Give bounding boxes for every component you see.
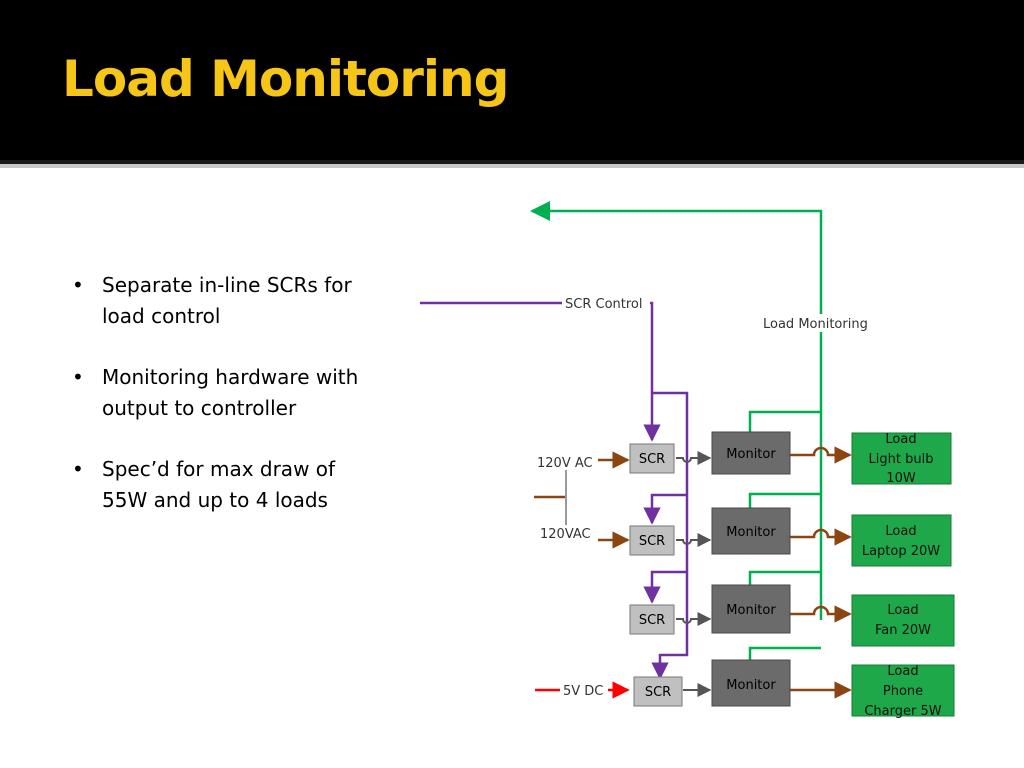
monitoring-tap-3 bbox=[748, 570, 821, 585]
monitor-label: Monitor bbox=[726, 603, 776, 618]
load-box-phone-charger: Load Phone Charger 5W bbox=[851, 664, 955, 719]
load-label-line: Load bbox=[887, 603, 918, 618]
load-box-fan: Load Fan 20W bbox=[851, 594, 955, 647]
monitor-label: Monitor bbox=[726, 525, 776, 540]
scr-control-bus bbox=[420, 301, 689, 680]
scr-label: SCR bbox=[645, 685, 671, 700]
load-label-line: Load bbox=[885, 524, 916, 539]
monitor-box: Monitor bbox=[711, 431, 791, 475]
bullet-text: Monitoring hardware with output to contr… bbox=[102, 365, 359, 420]
monitor-load-link-2 bbox=[790, 528, 852, 546]
load-label-line: Fan 20W bbox=[875, 623, 931, 638]
monitor-box: Monitor bbox=[711, 659, 791, 707]
load-label-line: Light bulb bbox=[869, 452, 934, 467]
scr-label: SCR bbox=[639, 613, 665, 628]
ac-wiring bbox=[534, 451, 630, 549]
load-label-line: Charger 5W bbox=[864, 704, 941, 719]
scr-box: SCR bbox=[629, 443, 675, 474]
scr-to-monitor bbox=[676, 451, 712, 697]
scr-control-tap-2 bbox=[643, 493, 687, 525]
slide-title: Load Monitoring bbox=[62, 50, 509, 108]
scr-control-line bbox=[420, 301, 661, 442]
scr-control-tap-3 bbox=[643, 570, 687, 604]
monitoring-tap-1 bbox=[748, 410, 821, 432]
scr-box: SCR bbox=[629, 604, 675, 635]
monitor-box: Monitor bbox=[711, 507, 791, 555]
scr-monitor-link-1 bbox=[676, 451, 712, 465]
scr-box: SCR bbox=[633, 676, 683, 707]
load-label-line: Load bbox=[885, 432, 916, 447]
load-label-line: Load bbox=[887, 664, 918, 679]
load-label-line: Laptop 20W bbox=[862, 544, 940, 559]
load-label-line: Phone bbox=[883, 684, 923, 699]
scr-control-label-bg bbox=[562, 295, 650, 311]
bullet-glyph: • bbox=[72, 365, 84, 389]
scr-monitor-link-3 bbox=[676, 612, 712, 626]
ac-input-label-2: 120VAC bbox=[540, 527, 591, 542]
scr-box: SCR bbox=[629, 525, 675, 556]
monitor-load-link-3 bbox=[790, 605, 852, 623]
scr-label: SCR bbox=[639, 452, 665, 467]
monitor-label: Monitor bbox=[726, 447, 776, 462]
monitor-load-link-1 bbox=[790, 446, 852, 464]
load-box-laptop: Load Laptop 20W bbox=[851, 514, 952, 567]
monitor-label: Monitor bbox=[726, 678, 776, 693]
scr-control-label: SCR Control bbox=[565, 297, 643, 312]
title-rule bbox=[0, 160, 1024, 164]
load-label-line: 10W bbox=[886, 471, 916, 486]
scr-monitor-link-2 bbox=[676, 533, 712, 547]
load-monitoring-label: Load Monitoring bbox=[763, 317, 868, 332]
monitoring-tap-4 bbox=[748, 646, 821, 660]
scr-control-branch bbox=[651, 391, 689, 680]
monitoring-bus bbox=[530, 201, 823, 660]
title-rule-shadow bbox=[0, 164, 1024, 168]
dc-input-label: 5V DC bbox=[563, 684, 603, 699]
load-monitoring-label-bg bbox=[760, 314, 882, 332]
monitor-box: Monitor bbox=[711, 584, 791, 634]
bullet-text: Separate in-line SCRs for load control bbox=[102, 273, 352, 328]
load-box-light-bulb: Load Light bulb 10W bbox=[851, 432, 952, 486]
monitoring-tap-2 bbox=[748, 492, 821, 508]
ac-input-label-1: 120V AC bbox=[537, 456, 593, 471]
scr-label: SCR bbox=[639, 534, 665, 549]
dc-label-bg bbox=[560, 682, 608, 699]
bullet-item: • Spec’d for max draw of 55W and up to 4… bbox=[72, 454, 362, 515]
bullet-glyph: • bbox=[72, 273, 84, 297]
monitor-to-load bbox=[790, 446, 852, 699]
bullet-list: • Separate in-line SCRs for load control… bbox=[72, 270, 362, 546]
monitoring-line-top bbox=[530, 201, 823, 620]
bullet-item: • Separate in-line SCRs for load control bbox=[72, 270, 362, 331]
title-band bbox=[0, 0, 1024, 160]
bullet-text: Spec’d for max draw of 55W and up to 4 l… bbox=[102, 457, 336, 512]
bullet-item: • Monitoring hardware with output to con… bbox=[72, 362, 362, 423]
bullet-glyph: • bbox=[72, 457, 84, 481]
